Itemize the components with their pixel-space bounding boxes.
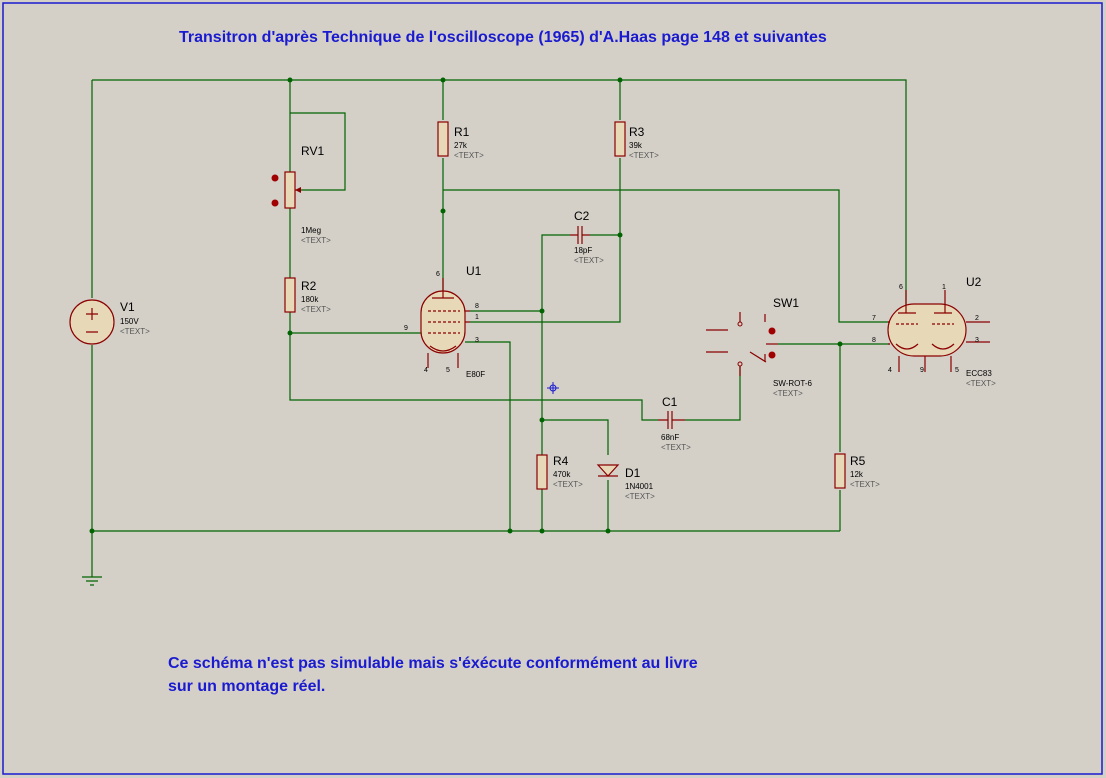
c1-value: 68nF [661, 433, 679, 442]
d1-text: <TEXT> [625, 492, 655, 501]
v1-ref: V1 [120, 300, 135, 314]
r3-ref: R3 [629, 125, 645, 139]
r3-text: <TEXT> [629, 151, 659, 160]
note-line-2: sur un montage réel. [168, 678, 325, 695]
component-r2[interactable]: R2 180k <TEXT> [284, 277, 331, 314]
u2-pin-5: 5 [955, 367, 959, 374]
r5-ref: R5 [850, 454, 866, 468]
c2-ref: C2 [574, 209, 590, 223]
rv1-ref: RV1 [301, 144, 324, 158]
rv1-text: <TEXT> [301, 236, 331, 245]
r1-text: <TEXT> [454, 151, 484, 160]
u1-pin-8: 8 [475, 303, 479, 310]
r2-text: <TEXT> [301, 305, 331, 314]
r3-value: 39k [629, 141, 643, 150]
u2-pin-4: 4 [888, 367, 892, 374]
component-r4[interactable]: R4 470k <TEXT> [536, 454, 583, 490]
u2-pin-7: 7 [872, 315, 876, 322]
component-c2[interactable]: C2 18pF <TEXT> [570, 209, 604, 265]
ground-symbol-icon [82, 576, 102, 586]
schematic-title: Transitron d'après Technique de l'oscill… [179, 29, 827, 46]
r2-ref: R2 [301, 279, 317, 293]
rv1-value: 1Meg [301, 226, 321, 235]
r4-ref: R4 [553, 454, 569, 468]
sw1-value: SW-ROT-6 [773, 379, 813, 388]
component-rv1[interactable]: RV1 1Meg <TEXT> [271, 144, 332, 245]
u1-pin-6: 6 [436, 271, 440, 278]
u1-ref: U1 [466, 264, 482, 278]
component-c1[interactable]: C1 68nF <TEXT> [658, 395, 691, 452]
sw1-text: <TEXT> [773, 389, 803, 398]
r5-value: 12k [850, 470, 864, 479]
d1-value: 1N4001 [625, 482, 654, 491]
r1-ref: R1 [454, 125, 470, 139]
u2-pin-8: 8 [872, 337, 876, 344]
u1-pin-3: 3 [475, 337, 479, 344]
probe-marker-icon [547, 382, 559, 394]
wires [91, 79, 907, 577]
component-r5[interactable]: R5 12k <TEXT> [834, 453, 880, 489]
u2-text: <TEXT> [966, 379, 996, 388]
component-r3[interactable]: R3 39k <TEXT> [614, 121, 659, 160]
u2-pin-6: 6 [899, 284, 903, 291]
u2-pin-1: 1 [942, 284, 946, 291]
r2-value: 180k [301, 295, 319, 304]
v1-value: 150V [120, 317, 139, 326]
r4-text: <TEXT> [553, 480, 583, 489]
u1-pin-5: 5 [446, 367, 450, 374]
component-v1[interactable]: V1 150V <TEXT> [69, 299, 150, 345]
u2-pin-3: 3 [975, 337, 979, 344]
u2-ref: U2 [966, 275, 982, 289]
u1-pin-4: 4 [424, 367, 428, 374]
d1-ref: D1 [625, 466, 641, 480]
r5-text: <TEXT> [850, 480, 880, 489]
u2-pin-9: 9 [920, 367, 924, 374]
note-line-1: Ce schéma n'est pas simulable mais s'éxé… [168, 655, 698, 672]
component-u2[interactable]: 6 1 7 2 8 3 4 9 5 U2 ECC83 <TEXT> [872, 275, 996, 388]
component-u1[interactable]: 6 8 1 9 3 4 5 U1 E80F [404, 264, 485, 379]
c1-text: <TEXT> [661, 443, 691, 452]
c1-ref: C1 [662, 395, 678, 409]
component-sw1[interactable]: SW1 SW-ROT-6 <TEXT> [706, 296, 813, 398]
r1-value: 27k [454, 141, 468, 150]
u1-pin-1: 1 [475, 314, 479, 321]
u2-value: ECC83 [966, 369, 992, 378]
u1-pin-9: 9 [404, 325, 408, 332]
u2-pin-2: 2 [975, 315, 979, 322]
v1-text: <TEXT> [120, 327, 150, 336]
sw1-ref: SW1 [773, 296, 799, 310]
c2-text: <TEXT> [574, 256, 604, 265]
junctions [89, 77, 843, 534]
component-d1[interactable]: D1 1N4001 <TEXT> [596, 464, 655, 501]
c2-value: 18pF [574, 246, 592, 255]
r4-value: 470k [553, 470, 571, 479]
component-r1[interactable]: R1 27k <TEXT> [437, 121, 484, 160]
u1-value: E80F [466, 370, 485, 379]
